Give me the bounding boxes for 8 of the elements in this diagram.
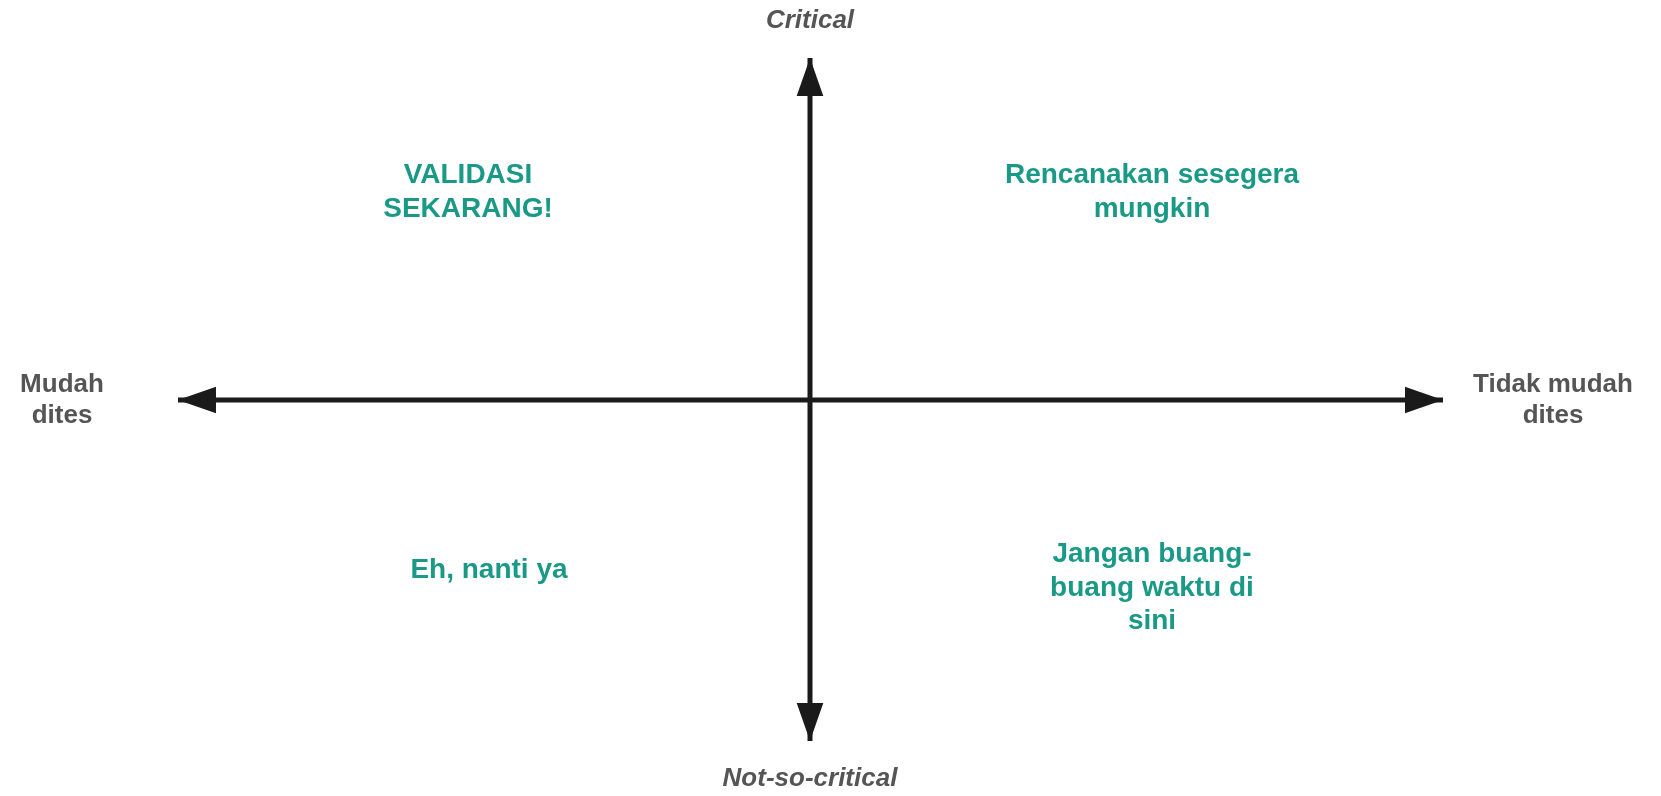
axis-label: Tidak mudah dites bbox=[1472, 367, 1634, 431]
quadrant-label: Rencanakan sesegera mungkin bbox=[1003, 157, 1301, 225]
axis-label: Not-so-critical bbox=[721, 762, 899, 794]
axis-label: Mudah dites bbox=[19, 367, 105, 431]
axis-label: Critical bbox=[764, 4, 856, 36]
quadrant-label: VALIDASI SEKARANG! bbox=[382, 157, 554, 225]
quadrant-label: Eh, nanti ya bbox=[409, 552, 569, 586]
quadrant-label: Jangan buang-buang waktu di sini bbox=[1049, 535, 1255, 637]
